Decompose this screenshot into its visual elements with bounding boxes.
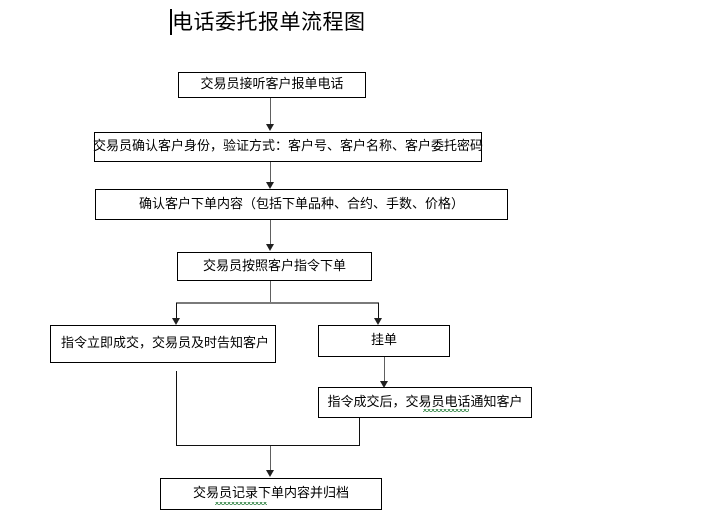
connector-merge-n8 (270, 446, 271, 472)
flow-node-label: 交易员记录下单内容并归档 (192, 486, 349, 501)
flow-node-n3[interactable]: 确认客户下单内容（包括下单品种、合约、手数、价格） (95, 189, 508, 220)
connector-n4-branch-stem (270, 281, 271, 303)
connector-n7-merge (359, 418, 360, 446)
flow-node-label: 交易员按照客户指令下单 (202, 258, 346, 274)
connector-n4-n6 (378, 303, 379, 321)
page-title: 电话委托报单流程图 (172, 10, 366, 34)
arrowhead-n1-n2 (266, 124, 274, 131)
connector-n5-merge (176, 371, 177, 446)
connector-n1-n2 (270, 98, 271, 126)
connector-n2-n3 (270, 162, 271, 184)
flow-node-n4[interactable]: 交易员按照客户指令下单 (177, 252, 372, 281)
flow-node-label: 交易员接听客户报单电话 (200, 77, 344, 92)
arrowhead-n2-n3 (266, 182, 274, 189)
arrowhead-n4-n5 (172, 318, 180, 325)
arrowhead-n6-n7 (380, 381, 388, 388)
text-caret (170, 9, 172, 35)
flow-node-label: 指令成交后，交易员电话通知客户 (327, 394, 523, 410)
flow-node-label: 交易员确认客户身份，验证方式：客户号、客户名称、客户委托密码 (93, 139, 484, 154)
connector-merge-bar (176, 445, 360, 446)
flow-node-label: 挂单 (370, 333, 397, 348)
arrowhead-n4-n6 (374, 318, 382, 325)
arrowhead-n3-n4 (266, 244, 274, 251)
connector-branch-bar (176, 302, 379, 304)
arrowhead-merge-n8 (266, 470, 274, 477)
flow-node-n2[interactable]: 交易员确认客户身份，验证方式：客户号、客户名称、客户委托密码 (93, 132, 484, 162)
flow-node-n7[interactable]: 指令成交后，交易员电话通知客户 (318, 387, 532, 418)
flow-node-n1[interactable]: 交易员接听客户报单电话 (178, 72, 366, 98)
flow-node-n8[interactable]: 交易员记录下单内容并归档 (160, 478, 382, 510)
connector-n6-n7 (384, 357, 385, 383)
flow-node-label: 指令立即成交，交易员及时告知客户 (61, 336, 270, 351)
connector-n4-n5 (176, 303, 177, 321)
connector-n3-n4 (270, 220, 271, 246)
flow-node-n5[interactable]: 指令立即成交，交易员及时告知客户 (50, 325, 276, 363)
flow-node-label: 确认客户下单内容（包括下单品种、合约、手数、价格） (138, 196, 464, 212)
flow-node-n6[interactable]: 挂单 (318, 325, 450, 357)
